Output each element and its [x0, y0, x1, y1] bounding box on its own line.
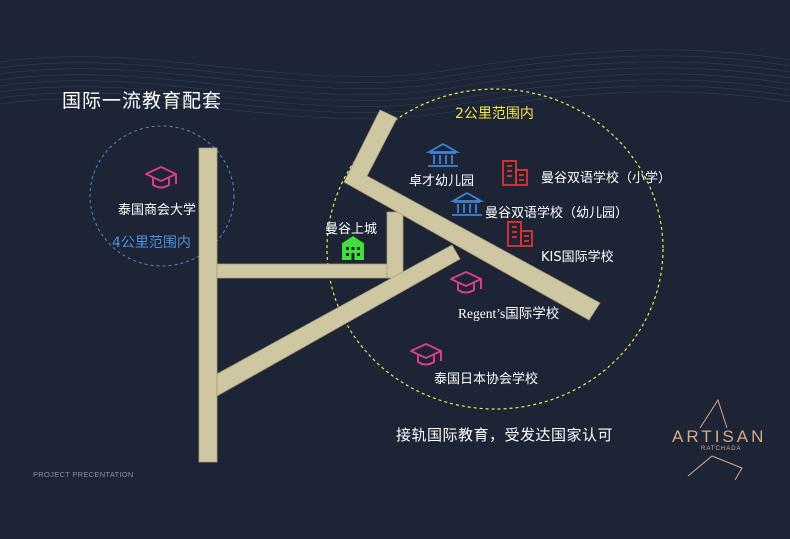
road-diagonal-main — [343, 109, 601, 321]
school-label-zhuocai: 卓才幼儿园 — [409, 174, 475, 189]
triangle-logo-icon — [687, 398, 743, 481]
school-label-kis: KIS国际学校 — [541, 250, 614, 265]
school-label-regents: Regent’s国际学校 — [458, 306, 560, 321]
brand-subtitle: RATCHADA — [701, 446, 742, 452]
tagline: 接轨国际教育，受发达国家认可 — [396, 426, 614, 444]
radius-2km-ring — [326, 88, 664, 410]
decorative-waves — [0, 49, 790, 119]
page-title: 国际一流教育配套 — [62, 90, 223, 112]
radius-4km-label: 4公里范围内 — [112, 235, 191, 251]
school-label-bilingual-kindergarten: 曼谷双语学校（幼儿园） — [485, 206, 629, 221]
school-label-utcc: 泰国商会大学 — [118, 203, 197, 218]
radius-2km-label: 2公里范围内 — [455, 106, 534, 122]
office-building-icon — [502, 160, 528, 186]
footer-text: PROJECT PRECENTATION — [33, 470, 134, 479]
graduation-cap-icon — [145, 166, 177, 189]
graduation-cap-icon — [410, 343, 442, 366]
institution-icon — [449, 191, 485, 216]
school-label-bilingual-primary: 曼谷双语学校（小学） — [541, 171, 672, 186]
road-west-vertical — [198, 147, 218, 463]
road-horizontal — [216, 263, 401, 279]
school-label-japan-association: 泰国日本协会学校 — [434, 372, 539, 387]
road-diagonal-southwest — [216, 244, 461, 397]
graduation-cap-icon — [450, 271, 482, 294]
project-label: 曼谷上城 — [325, 222, 378, 237]
road-connector — [386, 211, 404, 279]
institution-icon — [425, 142, 461, 167]
roads — [198, 109, 601, 463]
brand-name: ARTISAN — [672, 427, 767, 446]
radius-4km-ring — [89, 125, 235, 267]
building-icon — [341, 236, 365, 260]
office-building-icon — [507, 221, 533, 247]
